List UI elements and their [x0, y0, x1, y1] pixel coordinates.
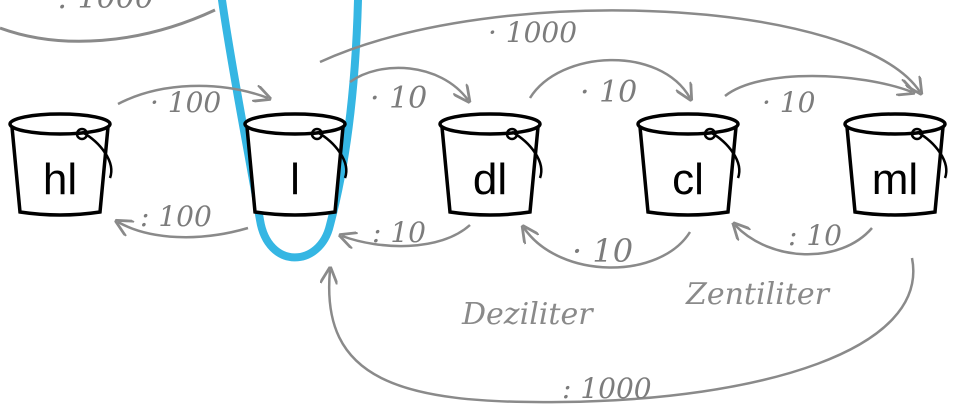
bucket-label-l: l	[290, 155, 300, 204]
arrow-l-to-dl	[349, 66, 468, 100]
bucket-cl: cl	[636, 112, 741, 217]
bucket-hl: hl	[8, 112, 113, 217]
bucket-ml: ml	[843, 112, 948, 217]
arrow-hl-to-l-label: · 100	[150, 86, 221, 119]
arrow-l-to-ml-label: · 1000	[488, 16, 577, 49]
arrow-dl-to-cl	[528, 58, 690, 98]
arrow-cl-to-dl-label: · 10	[572, 232, 633, 270]
bucket-body	[845, 125, 945, 217]
arrow-dl-to-cl-label: · 10	[580, 75, 637, 110]
bucket-row: hl l dl cl ml	[8, 112, 948, 217]
arrow-l-to-hl-label: : 100	[140, 200, 212, 233]
bucket-dl: dl	[438, 112, 543, 217]
arrow-cl-to-ml-label: · 10	[762, 86, 815, 119]
arrow-hl-to-l	[117, 84, 268, 106]
bucket-label-ml: ml	[872, 155, 918, 204]
bucket-body	[440, 125, 540, 217]
bucket-label-hl: hl	[43, 155, 77, 204]
bucket-handle-ring	[505, 127, 519, 141]
bucket-l: l	[243, 112, 348, 217]
arrow-ml-to-l	[329, 257, 915, 404]
bucket-label-dl: dl	[473, 155, 507, 204]
bucket-rim	[636, 112, 740, 136]
bucket-handle-ring	[910, 127, 924, 141]
bucket-body	[638, 125, 738, 217]
arrow-dl-to-l-label: : 10	[372, 216, 426, 249]
blue-highlight-loop	[218, 0, 362, 262]
bucket-label-cl: cl	[672, 155, 704, 204]
centiliter-note: Zentiliter	[685, 277, 831, 312]
bucket-handle-ring	[75, 127, 89, 141]
arrow-l-to-ml	[319, 9, 920, 92]
bucket-rim	[843, 112, 947, 136]
bucket-body	[10, 125, 110, 217]
arrow-l-to-dl-label: · 10	[370, 81, 427, 116]
arrow-ml-to-cl	[735, 225, 873, 256]
arrow-ml-to-l-label: : 1000	[562, 372, 652, 405]
bucket-rim	[8, 112, 112, 136]
arrow-ml-to-cl-label: : 10	[788, 219, 842, 252]
arrow-l-to-hl	[118, 222, 249, 239]
top-cut-label: : 1000	[58, 0, 154, 16]
bucket-rim	[438, 112, 542, 136]
arrow-cl-to-ml	[724, 74, 912, 97]
arrow-dl-to-l	[342, 224, 471, 246]
bucket-body	[245, 125, 345, 217]
bucket-rim	[243, 112, 347, 136]
arrow-cl-to-dl	[524, 228, 692, 269]
deciliter-note: Deziliter	[461, 297, 594, 332]
bucket-handle-ring	[703, 127, 717, 141]
top-cut-curve	[0, 8, 216, 43]
bucket-handle-ring	[310, 127, 324, 141]
